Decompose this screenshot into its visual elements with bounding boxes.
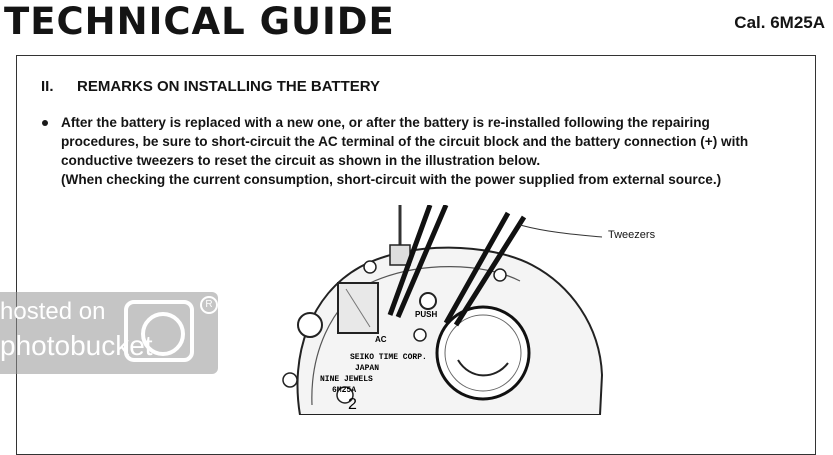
registered-icon: R xyxy=(200,296,218,314)
instruction-paragraph: After the battery is replaced with a new… xyxy=(61,113,821,189)
movement-illustration: PUSH AC SEIKO TIME CORP. JAPAN NINE JEWE… xyxy=(282,205,604,415)
section-title: REMARKS ON INSTALLING THE BATTERY xyxy=(77,78,381,95)
instruction-line: procedures, be sure to short-circuit the… xyxy=(61,134,749,149)
camera-icon xyxy=(124,300,194,362)
jewels-label: NINE JEWELS xyxy=(320,375,373,384)
instruction-line: (When checking the current consumption, … xyxy=(61,172,722,187)
tweezers-right xyxy=(443,211,527,327)
tweezers-callout: Tweezers xyxy=(608,229,656,241)
tweezers-left xyxy=(387,205,449,318)
number-label: 2 xyxy=(348,396,357,413)
maker-label: SEIKO TIME CORP. xyxy=(350,353,427,362)
ac-label: AC xyxy=(375,335,387,344)
push-label: PUSH xyxy=(415,310,437,319)
bullet-icon xyxy=(42,120,48,126)
photobucket-watermark: hosted on photobucket R xyxy=(0,292,218,374)
section-number: II. xyxy=(41,78,54,95)
battery xyxy=(435,305,531,401)
country-label: JAPAN xyxy=(355,364,379,373)
section-heading: II. REMARKS ON INSTALLING THE BATTERY xyxy=(41,78,380,95)
watermark-line1: hosted on xyxy=(0,298,106,325)
caliber-label: Cal. 6M25A xyxy=(734,13,825,32)
document-title: TECHNICAL GUIDE xyxy=(4,0,395,43)
instruction-line: After the battery is replaced with a new… xyxy=(61,115,710,130)
model-label: 6M25A xyxy=(332,386,356,395)
instruction-line: conductive tweezers to reset the circuit… xyxy=(61,153,541,168)
